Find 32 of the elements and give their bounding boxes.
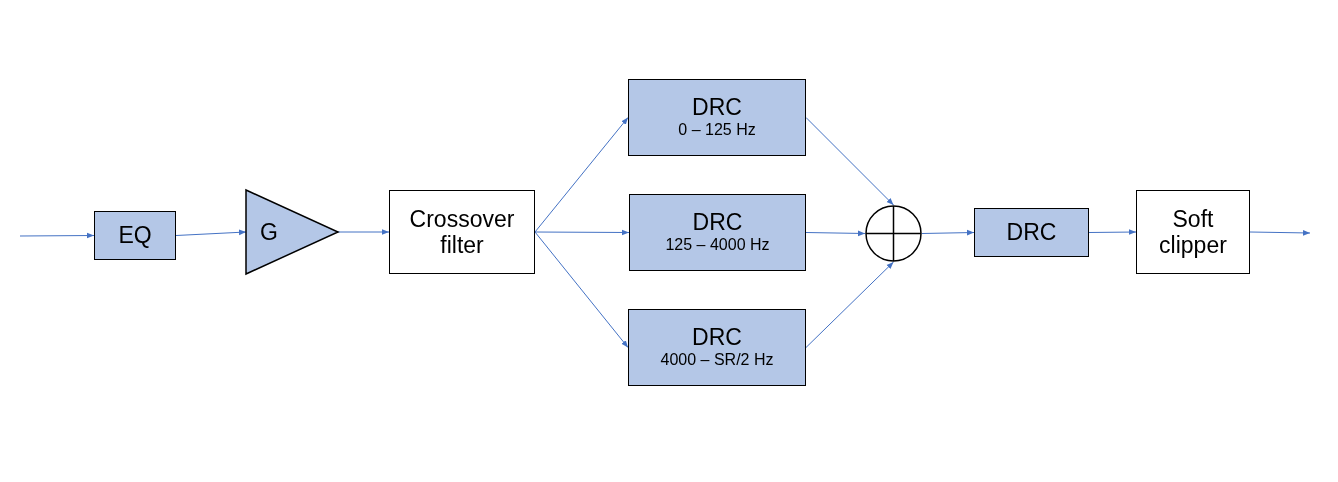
block-label: DRC (692, 93, 742, 121)
process-box (1136, 190, 1250, 274)
arrow (805, 230, 866, 237)
frequency-range: 0 – 125 Hz (678, 120, 756, 141)
block-label: DRC (692, 208, 743, 236)
block-label: EQ (118, 222, 152, 249)
block-label: DRC (1006, 219, 1057, 246)
arrow (19, 232, 95, 239)
arrow (805, 261, 894, 348)
process-box (94, 211, 176, 260)
arrow (534, 229, 630, 236)
process-box (629, 194, 806, 271)
summing-junction (865, 205, 922, 262)
process-box (389, 190, 535, 274)
process-box (628, 309, 806, 386)
arrow (337, 229, 390, 235)
arrow (1088, 229, 1137, 235)
arrow (534, 117, 629, 233)
arrow (805, 117, 894, 206)
block-label: DRC (692, 323, 742, 351)
arrow (534, 231, 629, 348)
arrow (1249, 230, 1311, 236)
process-box (628, 79, 806, 156)
amplifier-triangle (246, 190, 338, 274)
block-label: Crossover filter (408, 205, 516, 259)
frequency-range: 125 – 4000 Hz (665, 235, 770, 256)
block-label: G (260, 218, 278, 246)
process-box (974, 208, 1089, 257)
frequency-range: 4000 – SR/2 Hz (660, 350, 774, 371)
arrow (921, 229, 975, 236)
block-label: Soft clipper (1158, 205, 1228, 259)
arrow (175, 229, 247, 236)
